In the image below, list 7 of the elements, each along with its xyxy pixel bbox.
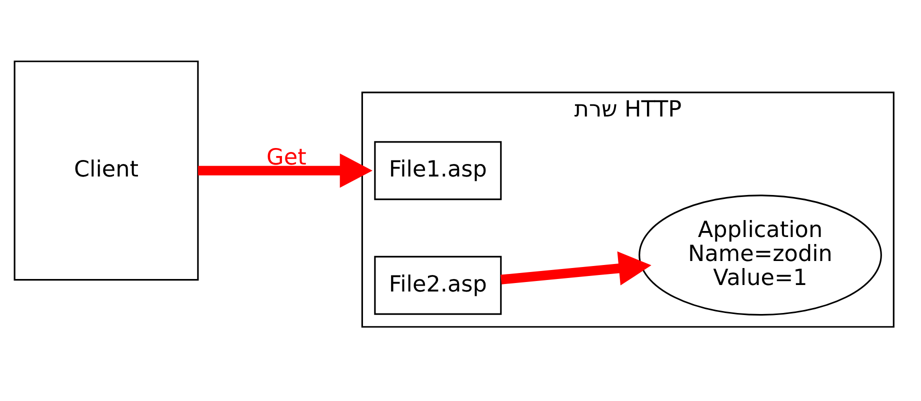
node-box: File2.asp xyxy=(374,256,502,315)
node-box: Client xyxy=(14,60,199,281)
arrow xyxy=(500,251,652,286)
node-box: File1.asp xyxy=(374,141,502,200)
edge-label: Get xyxy=(266,144,306,171)
arrow xyxy=(198,153,372,188)
node-ellipse: Application Name=zodin Value=1 xyxy=(638,194,882,316)
